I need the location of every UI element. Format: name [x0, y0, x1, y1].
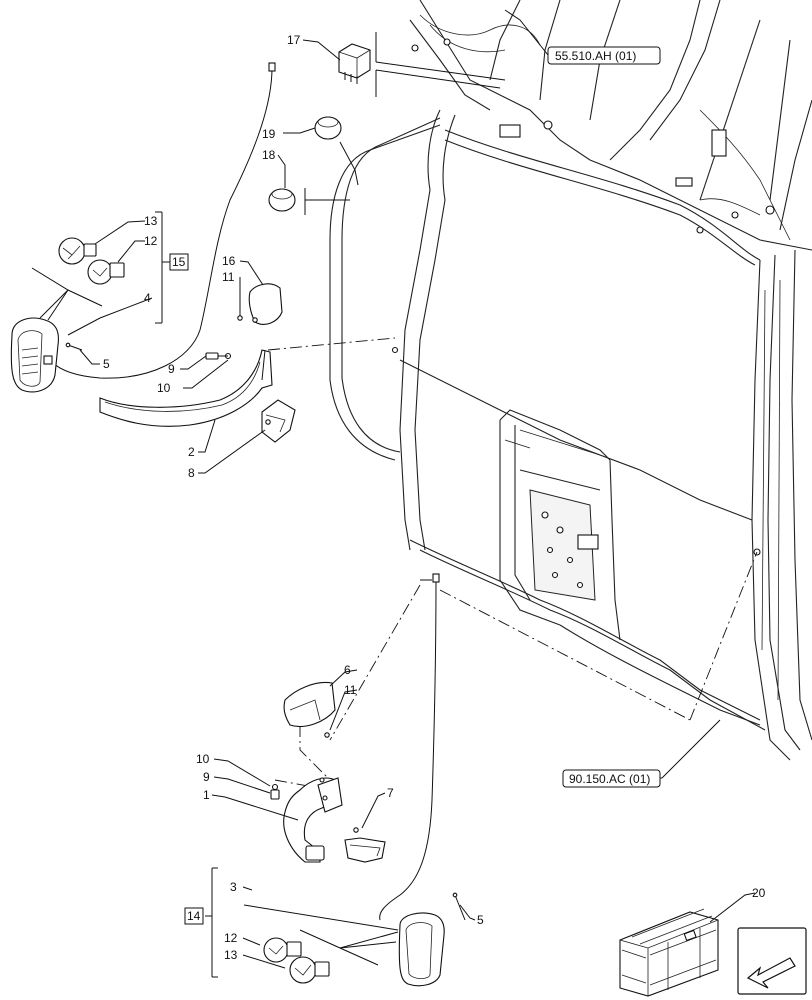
bolt-9-lower: [270, 789, 280, 800]
upper-bracket-assembly: [99, 283, 296, 443]
lower-bracket-assembly: [270, 681, 386, 863]
callout-17: 17: [287, 33, 301, 47]
reference-label-bottom[interactable]: 90.150.AC (01): [569, 772, 650, 786]
guard-16: [248, 283, 283, 325]
cable-connector: [268, 62, 276, 72]
upper-lamp-cable: [51, 67, 273, 379]
callout-7: 7: [387, 786, 394, 800]
bracket-7: [344, 837, 386, 863]
reference-box-top[interactable]: 55.510.AH (01): [547, 46, 661, 65]
callout-8: 8: [188, 466, 195, 480]
reference-label-top[interactable]: 55.510.AH (01): [555, 49, 636, 63]
work-lamp-housing-lower: [398, 912, 445, 987]
callout-9-lower: 9: [203, 770, 210, 784]
callout-18: 18: [262, 148, 276, 162]
bulb-13-upper: [58, 237, 97, 265]
callout-20: 20: [752, 886, 766, 900]
group-box-14: 14: [184, 907, 204, 925]
callout-19: 19: [262, 127, 276, 141]
guard-6: [283, 681, 336, 728]
callout-10-lower: 10: [196, 752, 210, 766]
work-lamp-housing: [10, 317, 59, 393]
cable-connector-lower: [432, 573, 440, 583]
callout-11-upper: 11: [222, 270, 235, 284]
relay-17: [338, 43, 371, 84]
upper-curved-bracket: [99, 349, 273, 427]
cab-structure: [329, 0, 812, 761]
callout-4: 4: [144, 291, 151, 305]
group-label-14: 14: [187, 909, 201, 923]
upper-lamp-assembly: [10, 62, 276, 393]
bulb-13-lower: [289, 956, 330, 984]
callout-13-lower: 13: [224, 948, 238, 962]
group-label-15: 15: [172, 255, 186, 269]
plug-18: [268, 188, 296, 212]
bulb-12-upper: [87, 259, 125, 285]
callout-16: 16: [222, 254, 236, 268]
bulb-12-lower: [263, 937, 302, 963]
callout-2: 2: [188, 445, 195, 459]
callout-1: 1: [203, 788, 210, 802]
arrow-icon[interactable]: [737, 927, 807, 995]
callout-6: 6: [344, 663, 351, 677]
callout-leaders: [67, 9, 756, 978]
reference-box-bottom[interactable]: 90.150.AC (01): [562, 769, 661, 788]
lower-lamp-assembly: [243, 573, 466, 987]
callout-12-lower: 12: [224, 931, 238, 945]
callout-9-upper: 9: [168, 362, 175, 376]
crate-20: [619, 908, 719, 997]
callout-5-lower: 5: [477, 913, 484, 927]
callout-5-upper: 5: [103, 357, 110, 371]
lower-lamp-cable: [379, 579, 437, 921]
callout-12-upper: 12: [144, 234, 158, 248]
callout-13-upper: 13: [144, 214, 158, 228]
group-box-15: 15: [169, 253, 189, 271]
bolt-9-upper: [205, 352, 219, 360]
callout-3: 3: [230, 880, 237, 894]
plug-19: [314, 116, 342, 140]
callout-11-lower: 11: [344, 683, 357, 697]
assembly-lines: [267, 337, 758, 791]
callout-10-upper: 10: [157, 381, 171, 395]
